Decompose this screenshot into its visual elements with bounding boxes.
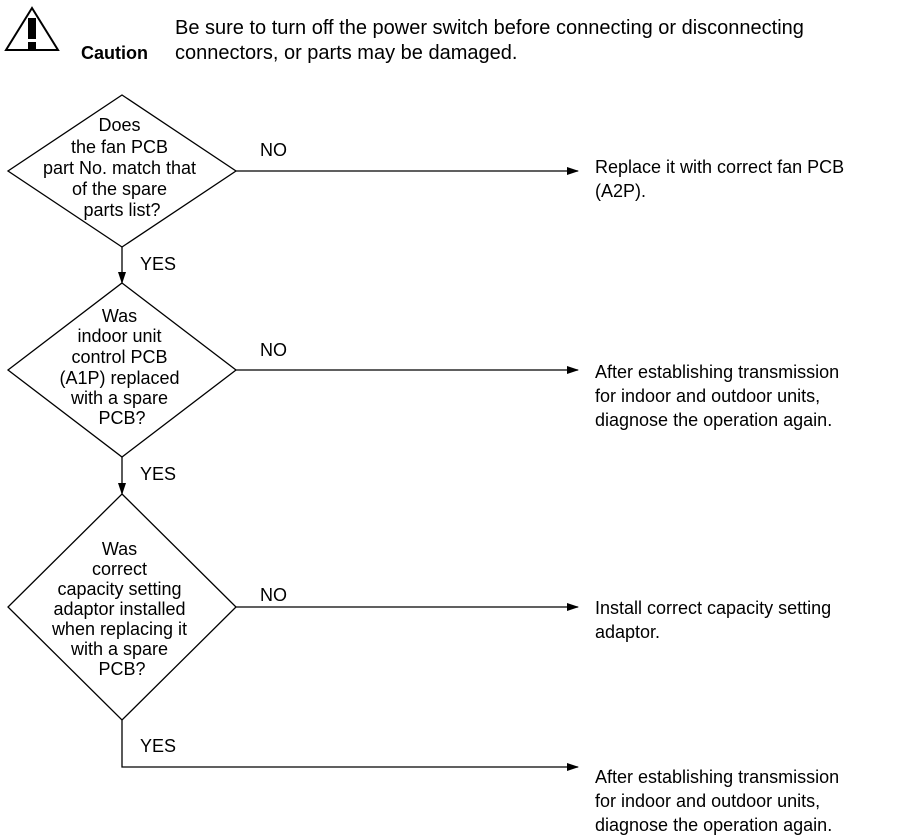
- decision-3-yes-label: YES: [140, 736, 176, 756]
- result-install-adaptor: Install correct capacity setting adaptor…: [595, 598, 832, 642]
- decision-1-no-label: NO: [260, 140, 287, 160]
- result-replace-fan-pcb: Replace it with correct fan PCB (A2P).: [595, 157, 845, 201]
- decision-2-text: Was indoor unit control PCB (A1P) replac…: [59, 306, 184, 428]
- decision-1-text: Does the fan PCB part No. match that of …: [43, 115, 201, 220]
- decision-3-no-label: NO: [260, 585, 287, 605]
- caution-exclamation-icon: [4, 6, 60, 51]
- decision-2: Was indoor unit control PCB (A1P) replac…: [6, 282, 238, 458]
- decision-3-yes-arrow: [121, 720, 579, 771]
- result-diagnose-again-final: After establishing transmission for indo…: [595, 767, 840, 835]
- result-diagnose-again: After establishing transmission for indo…: [595, 362, 840, 430]
- decision-2-no-label: NO: [260, 340, 287, 360]
- caution-text: Be sure to turn off the power switch bef…: [175, 17, 804, 64]
- caution-label: Caution: [81, 43, 148, 63]
- decision-3-text: Was correct capacity setting adaptor ins…: [51, 539, 192, 679]
- decision-1: Does the fan PCB part No. match that of …: [6, 94, 238, 248]
- decision-2-yes-label: YES: [140, 464, 176, 484]
- decision-3: Was correct capacity setting adaptor ins…: [7, 493, 237, 721]
- decision-1-yes-label: YES: [140, 254, 176, 274]
